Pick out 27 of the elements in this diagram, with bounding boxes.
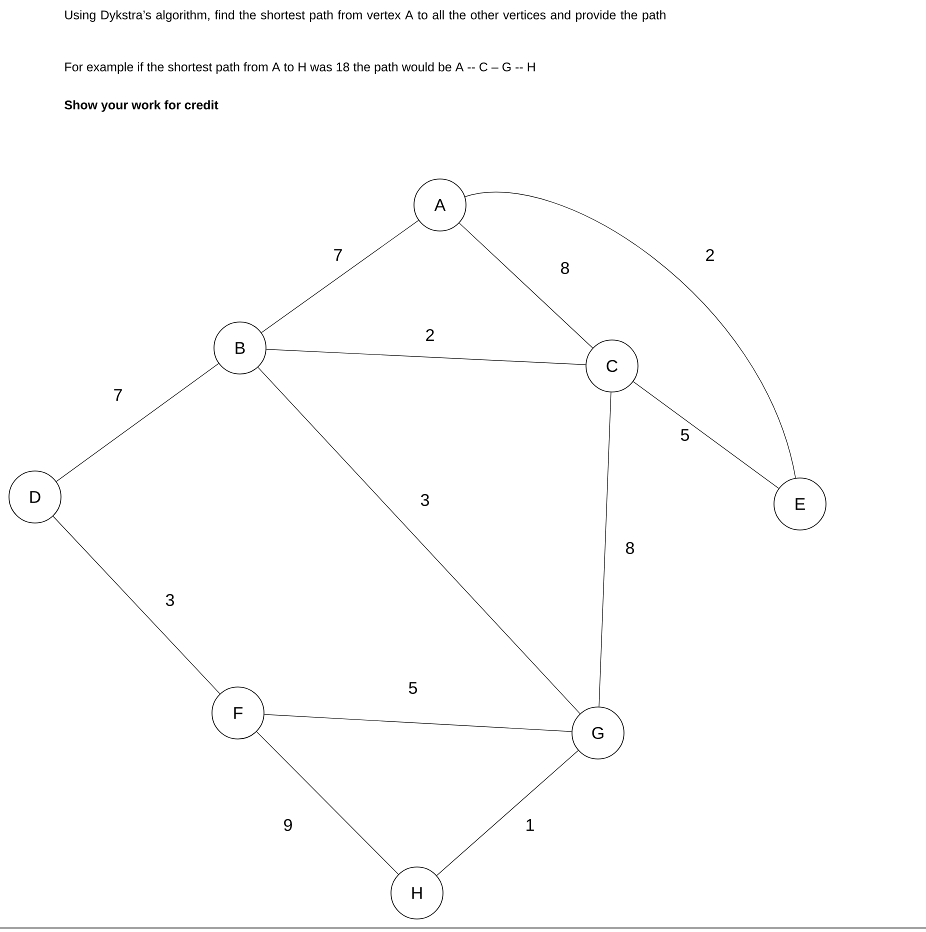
edge-label: 9 xyxy=(284,818,292,832)
edge-line xyxy=(464,192,796,478)
edge-line xyxy=(266,348,586,366)
edge-line xyxy=(458,222,594,348)
edge-line xyxy=(52,516,220,694)
edge-line xyxy=(258,367,580,714)
edge-label: 7 xyxy=(114,389,122,401)
instruction-text: Show your work for credit xyxy=(64,100,218,112)
instruction-text: Using Dykstra’s algorithm, find the shortest path from vertex A to all the other vertices and provide the path xyxy=(65,10,666,22)
edge-line xyxy=(264,714,572,732)
edge-label: 8 xyxy=(561,262,569,274)
edge-label: 7 xyxy=(334,249,342,261)
edge-line xyxy=(598,392,612,707)
edge-label: 3 xyxy=(166,594,174,606)
edge-line xyxy=(256,731,399,875)
edge-label: 8 xyxy=(626,542,634,554)
instruction-text: For example if the shortest path from A to H was 18 the path would be A -- C – G -- H xyxy=(65,62,535,74)
edge-label: 3 xyxy=(420,494,429,506)
edge-label: 5 xyxy=(408,682,417,694)
edge-label: 2 xyxy=(706,249,714,261)
edge-line xyxy=(56,363,219,482)
edge-label: 5 xyxy=(680,429,689,441)
edge-line xyxy=(436,750,579,876)
edge-line xyxy=(261,220,419,333)
edge-label: 2 xyxy=(426,329,434,341)
edge-label: 1 xyxy=(526,819,534,831)
edge-line xyxy=(632,381,780,489)
